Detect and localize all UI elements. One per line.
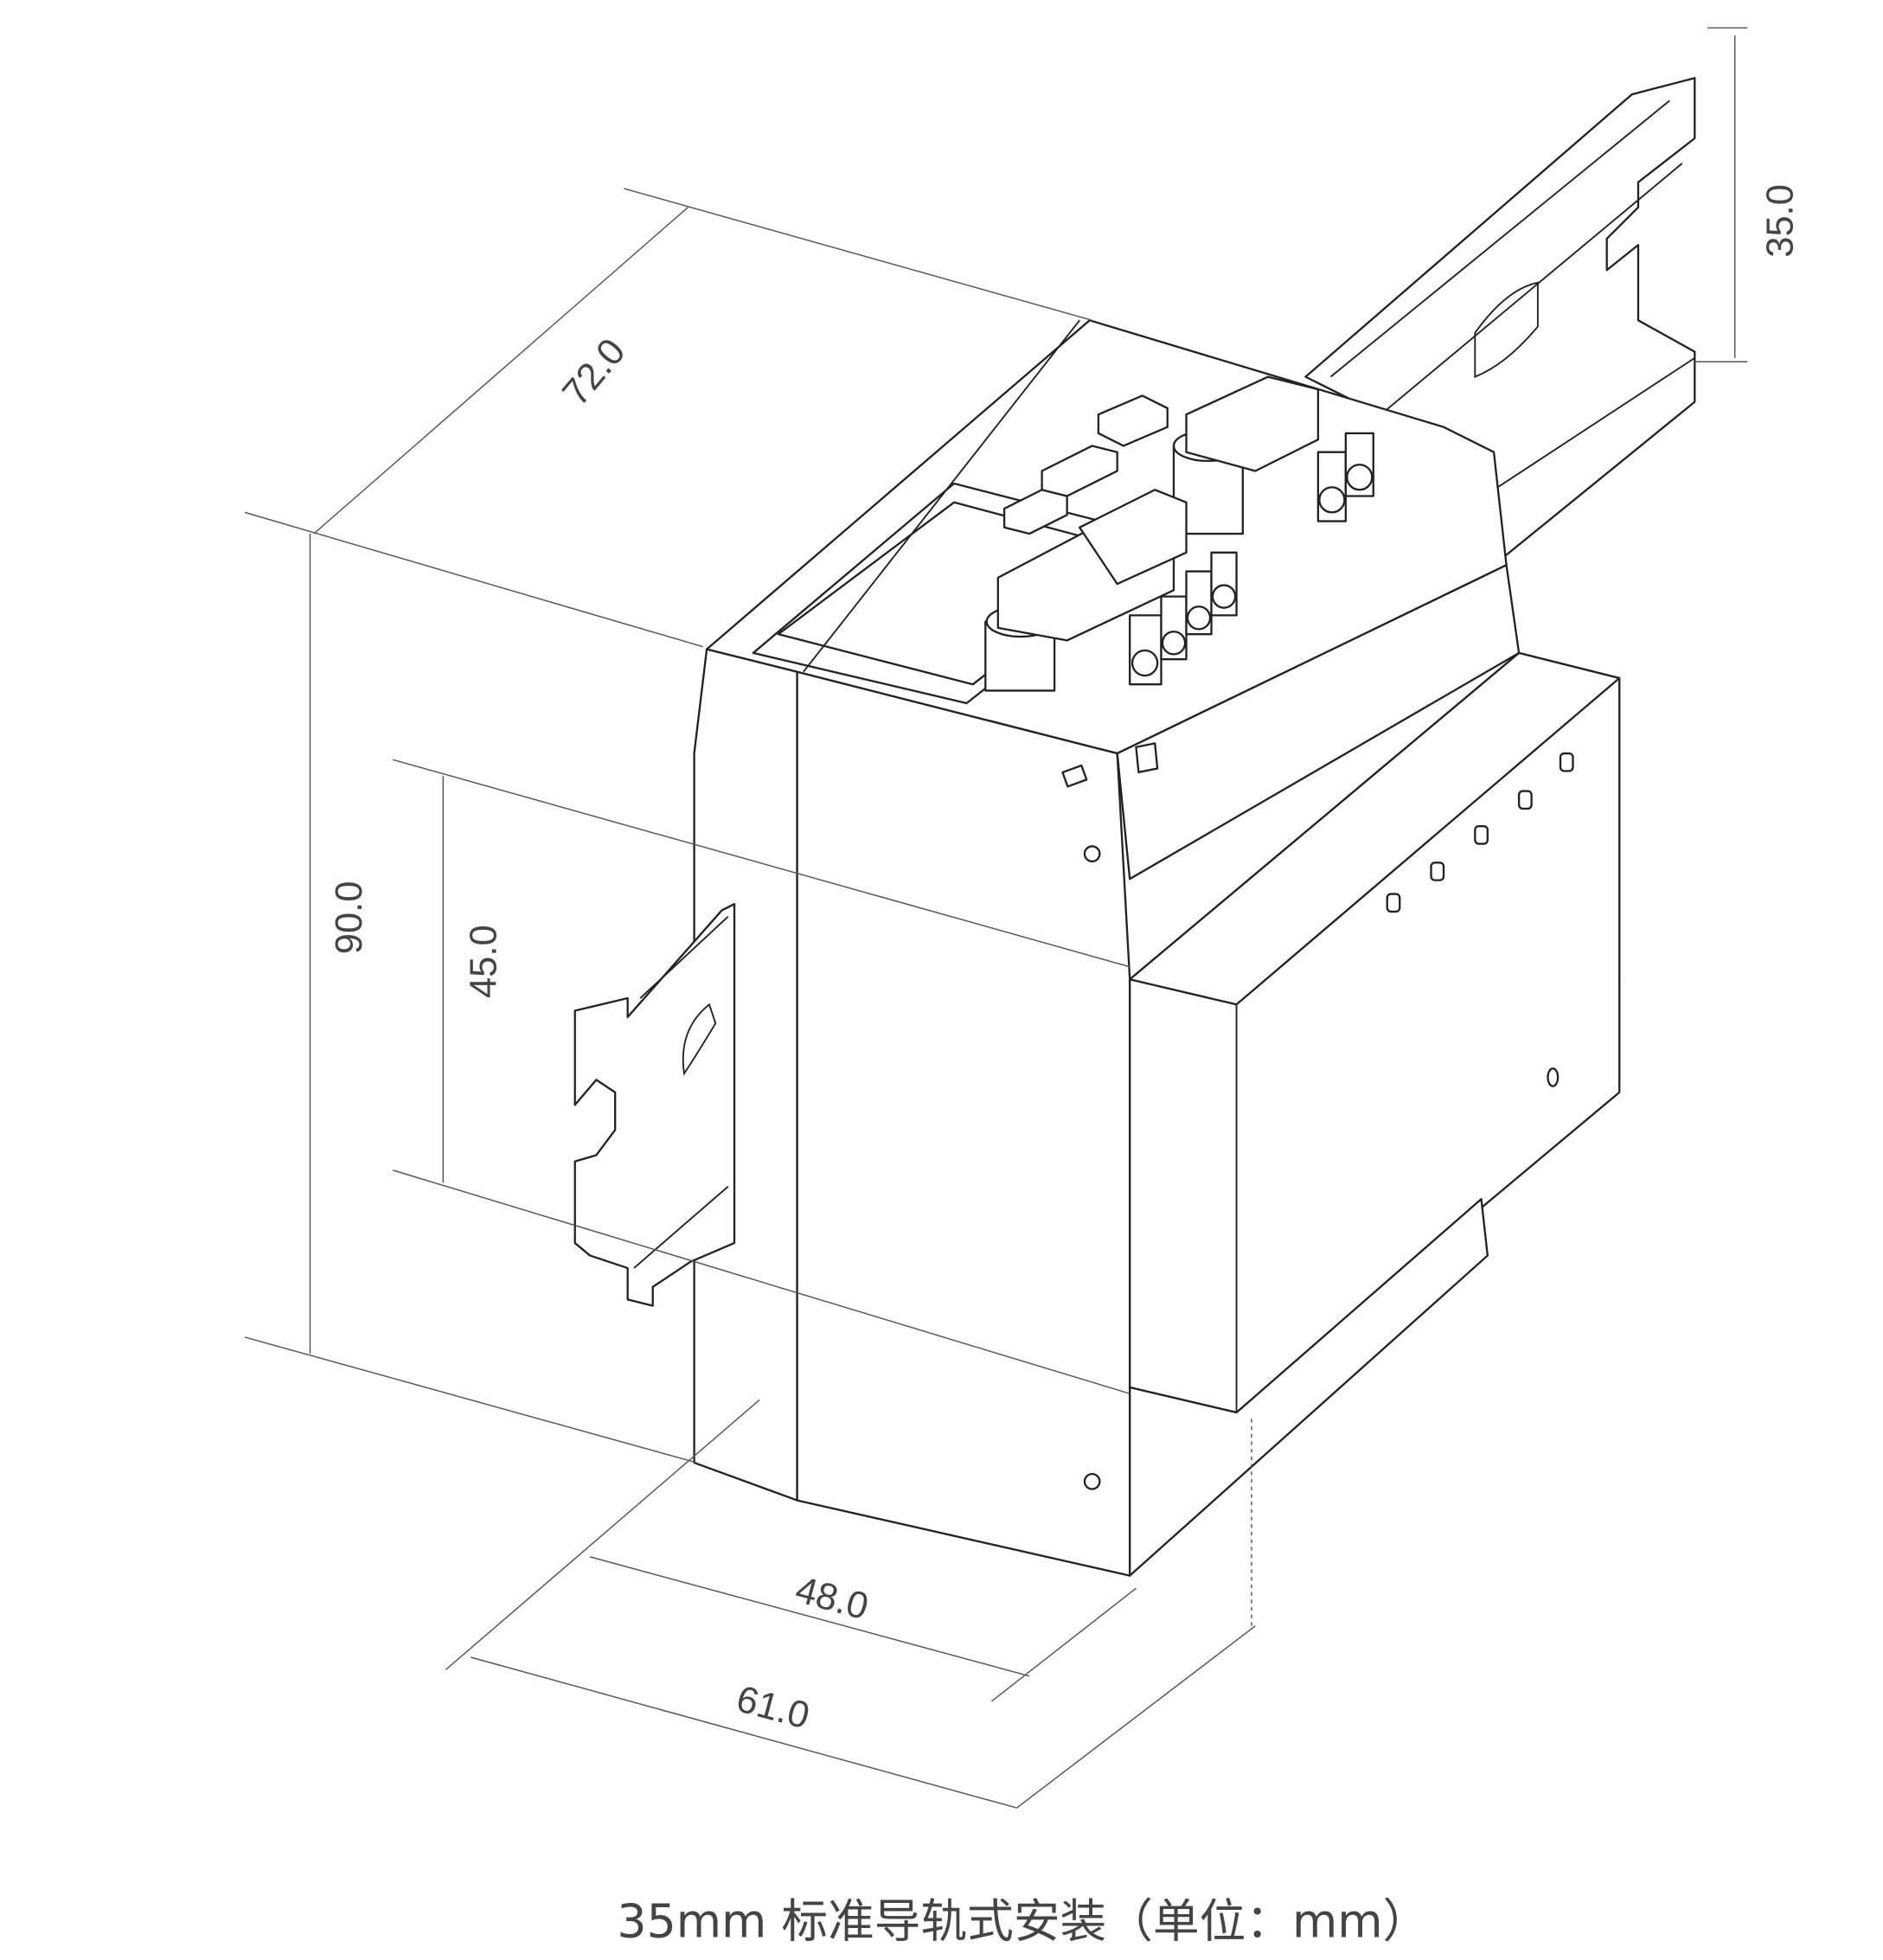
caption: 35mm 标准导轨式安装（单位：mm） [617,1894,1429,1949]
dim-depth-72: 72.0 [554,331,633,414]
terminal-blocks [984,375,1374,692]
led-indicators [1386,752,1574,913]
dim-front-45: 45.0 [463,925,504,998]
din-rail-left [573,903,736,1307]
dim-height-90: 90.0 [329,881,370,955]
dimension-lines [244,27,1748,1809]
dim-rail-35: 35.0 [1760,184,1802,258]
device-housing [693,319,1621,1577]
dim-width-48: 48.0 [791,1569,873,1628]
dim-width-61: 61.0 [732,1678,813,1737]
